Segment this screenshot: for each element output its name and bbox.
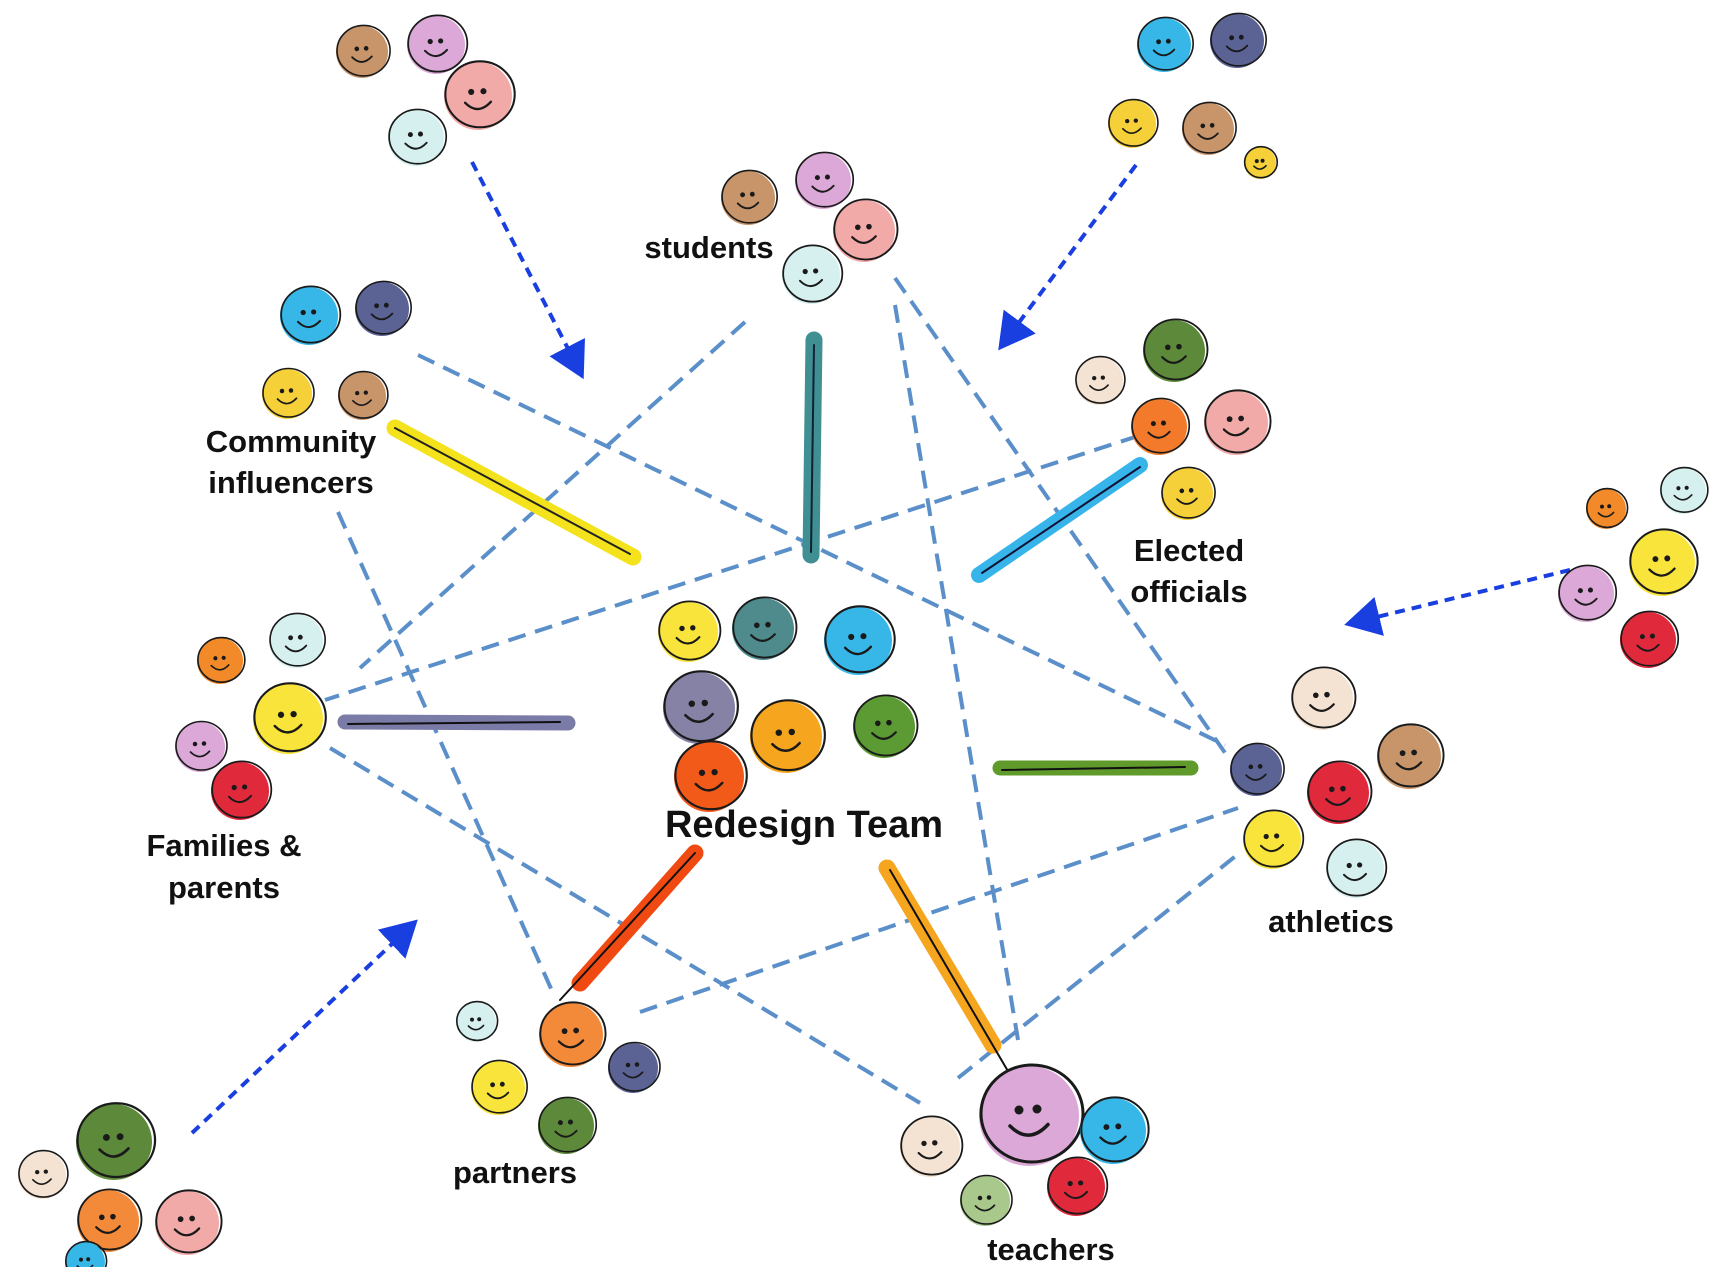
smiley-face-icon [674, 740, 748, 812]
dashed-connections [324, 276, 1239, 1105]
arrow-right [1344, 568, 1571, 636]
smiley-face-icon [269, 612, 326, 668]
link-community-partners [336, 511, 555, 994]
smiley-face-icon [444, 60, 516, 130]
smiley-face-icon [262, 367, 315, 419]
smiley-face-icon [18, 1149, 69, 1199]
smiley-face-icon [782, 244, 844, 304]
smiley-face-icon [1210, 12, 1267, 68]
families-label-line2: parents [168, 870, 280, 905]
smiley-face-icon [663, 670, 739, 744]
link-elected-families [324, 434, 1139, 702]
smiley-face-icon [1377, 723, 1445, 789]
families-label-line1: Families & [146, 828, 301, 863]
teachers-label: teachers [987, 1232, 1115, 1267]
spoke-community [386, 419, 642, 566]
smiley-face-icon [1143, 318, 1209, 382]
link-students-teachers [893, 304, 1020, 1041]
smiley-face-icon [1585, 487, 1629, 529]
smiley-face-icon [77, 1188, 143, 1252]
smiley-face-icon [1204, 389, 1272, 455]
arrow-top-right [998, 163, 1138, 351]
link-community-athletics [417, 353, 1226, 747]
smiley-face-icon [388, 108, 448, 166]
community-label-line2: influencers [208, 465, 373, 500]
spoke-elected [971, 457, 1148, 583]
center-label: Redesign Team [665, 804, 943, 846]
smiley-face-icon [355, 280, 412, 336]
spoke-families [337, 714, 576, 731]
students-label: students [644, 230, 773, 265]
smiley-face-icon [538, 1096, 598, 1154]
smiley-face-icon [1161, 466, 1216, 520]
link-students-families [358, 320, 747, 670]
smiley-face-icon [795, 151, 855, 209]
smiley-face-icon [280, 285, 342, 345]
smiley-face-icon [1108, 98, 1159, 148]
smiley-face-icon [1182, 101, 1237, 155]
smiley-face-icon [608, 1041, 661, 1093]
smiley-face-icon [197, 636, 246, 684]
smiley-face-icon [750, 699, 826, 773]
partners-label: partners [453, 1155, 577, 1190]
smiley-face-icon [407, 14, 469, 74]
smiley-face-icon [1243, 809, 1305, 869]
smiley-face-icon [833, 198, 899, 262]
smiley-face-icon [1620, 610, 1680, 668]
link-teachers-athletics [956, 853, 1239, 1080]
smiley-face-icon [1291, 666, 1357, 730]
smiley-face-icon [1131, 397, 1191, 455]
smiley-face-icon [1307, 760, 1373, 824]
smiley-face-icon [211, 760, 273, 820]
smiley-face-icon [456, 1000, 499, 1042]
smiley-face-icon [979, 1063, 1085, 1166]
smiley-face-icon [253, 682, 327, 754]
athletics-label: athletics [1268, 904, 1394, 939]
link-partners-athletics [639, 806, 1239, 1014]
community-label-line1: Community [206, 424, 377, 459]
elected-label-line2: officials [1130, 574, 1247, 609]
smiley-face-icon [1558, 564, 1618, 622]
spoke-students [802, 331, 823, 564]
smiley-face-icon [1075, 355, 1126, 405]
smiley-face-icon [900, 1115, 964, 1177]
smiley-face-icon [539, 1001, 607, 1067]
smiley-face-icon [1660, 466, 1709, 514]
smiley-face-icon [471, 1059, 528, 1115]
smiley-face-icon [732, 596, 798, 660]
smiley-face-icon [1230, 742, 1285, 796]
faces-layer [18, 12, 1709, 1272]
smiley-face-icon [336, 24, 391, 78]
smiley-face-icon [1080, 1096, 1150, 1164]
smiley-face-icon [155, 1189, 223, 1255]
labels: Redesign Team students Community influen… [146, 230, 1393, 1267]
elected-label-line1: Elected [1134, 533, 1244, 568]
smiley-face-icon [960, 1174, 1013, 1226]
smiley-face-icon [175, 720, 228, 772]
smiley-face-icon [853, 694, 919, 758]
smiley-face-icon [721, 169, 778, 225]
smiley-face-icon [658, 600, 722, 662]
arrow-top-left [470, 161, 585, 380]
spoke-teachers [878, 859, 1013, 1079]
smiley-face-icon [824, 605, 896, 675]
smiley-face-icon [338, 370, 389, 420]
smiley-face-icon [1047, 1156, 1109, 1216]
spoke-partners [559, 844, 704, 1001]
smiley-face-icon [1326, 838, 1388, 898]
team-spokes [337, 331, 1199, 1079]
smiley-face-icon [1629, 528, 1699, 596]
smiley-face-icon [1137, 16, 1194, 72]
incoming-arrows [190, 161, 1571, 1135]
smiley-face-icon [1243, 145, 1279, 179]
smiley-face-icon [76, 1102, 157, 1180]
spoke-athletics [992, 760, 1199, 776]
arrow-bottom-left [190, 919, 418, 1135]
